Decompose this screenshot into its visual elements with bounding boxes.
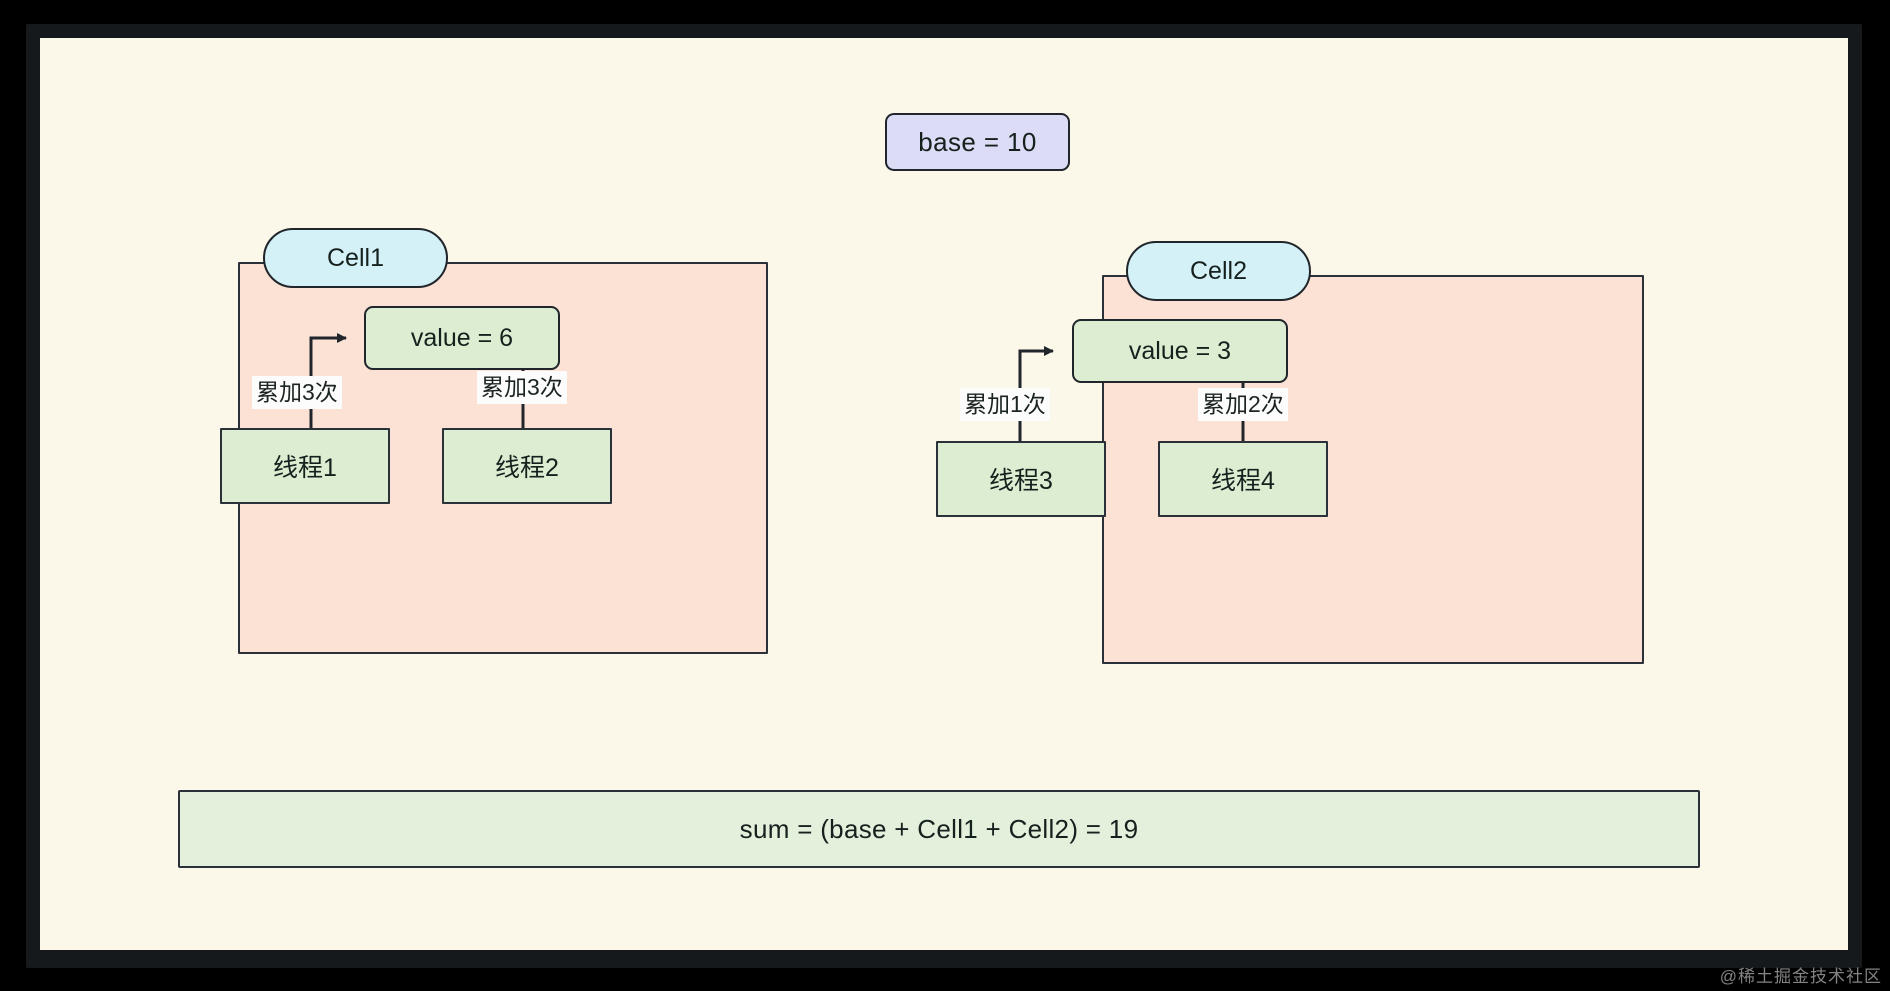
cell-label-cell2[interactable]: Cell2 — [1126, 241, 1311, 301]
thread-node-thread2[interactable]: 线程2 — [442, 428, 612, 504]
thread-node-thread3[interactable]: 线程3 — [936, 441, 1106, 517]
watermark: @稀土掘金技术社区 — [1719, 967, 1882, 986]
diagram-canvas: base = 10 Cell1 value = 6 累加3次 累加3次 线程1 … — [40, 38, 1848, 950]
edge-label-thread3: 累加1次 — [960, 388, 1050, 421]
cell-label-cell1[interactable]: Cell1 — [263, 228, 448, 288]
summary-node[interactable]: sum = (base + Cell1 + Cell2) = 19 — [178, 790, 1700, 868]
thread-node-thread4[interactable]: 线程4 — [1158, 441, 1328, 517]
thread-node-thread1[interactable]: 线程1 — [220, 428, 390, 504]
value-node-cell2[interactable]: value = 3 — [1072, 319, 1288, 383]
edge-label-thread4: 累加2次 — [1198, 388, 1288, 421]
edge-label-thread2: 累加3次 — [477, 371, 567, 404]
base-node[interactable]: base = 10 — [885, 113, 1070, 171]
value-node-cell1[interactable]: value = 6 — [364, 306, 560, 370]
edge-label-thread1: 累加3次 — [252, 376, 342, 409]
